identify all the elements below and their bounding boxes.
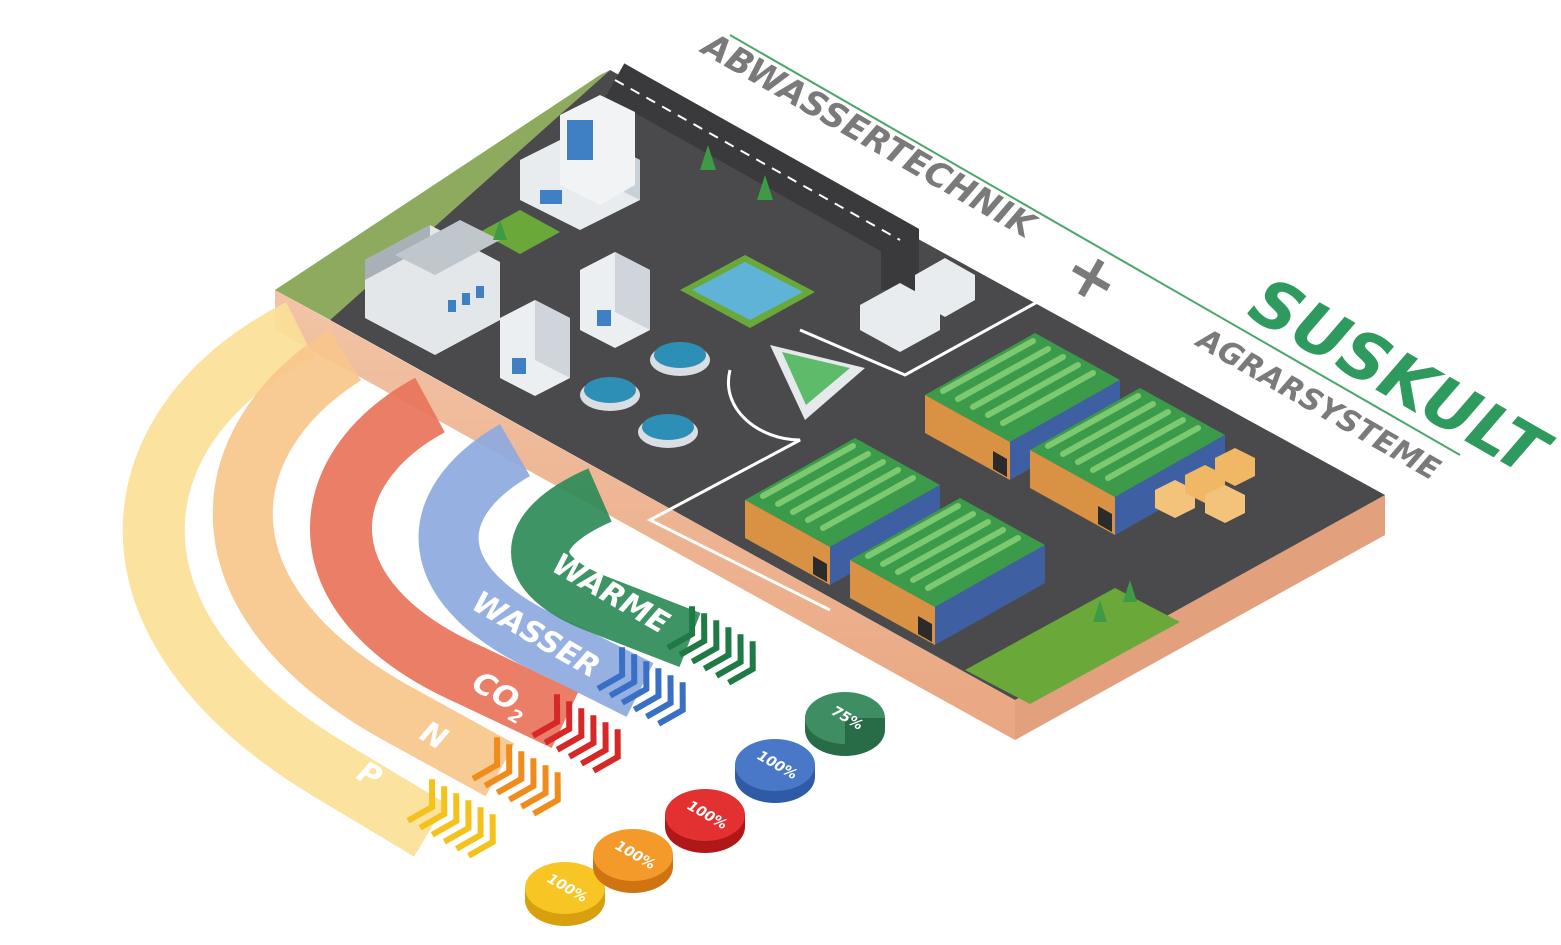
greenhouse-4 xyxy=(850,498,1045,645)
percent-disk-n: 100% xyxy=(593,829,673,893)
factory-hall xyxy=(365,220,500,355)
wastewater-plant xyxy=(365,95,975,448)
slab-side-left xyxy=(275,290,1015,740)
ground-platform xyxy=(275,63,1385,740)
pump-units xyxy=(860,258,975,352)
percent-disk-wasser: 100% xyxy=(735,739,815,803)
chevrons-p xyxy=(406,779,496,859)
divider-line xyxy=(646,293,1051,612)
treatment-block-2 xyxy=(500,300,570,396)
slab-side-right xyxy=(1015,495,1385,740)
percent-disk-co2: 100% xyxy=(665,789,745,853)
water-basin xyxy=(680,255,815,328)
road-marking xyxy=(614,79,901,241)
greenhouses xyxy=(745,333,1225,645)
recycling-hub xyxy=(770,345,865,420)
lawn-patch xyxy=(965,588,1180,704)
chevrons-co2 xyxy=(531,694,621,774)
stream-band-co2 xyxy=(310,377,579,749)
chevrons-waerme xyxy=(666,606,756,686)
asphalt-top xyxy=(330,70,1385,700)
office-building xyxy=(520,95,640,230)
treatment-block xyxy=(580,252,650,348)
chevrons-wasser xyxy=(596,647,686,727)
trees xyxy=(493,145,1137,622)
plus-sign: + xyxy=(1050,232,1133,323)
percent-disk-waerme: 75% xyxy=(805,692,885,756)
stream-band-wasser xyxy=(418,424,654,717)
stream-band-p xyxy=(122,302,446,857)
stream-band-n xyxy=(212,329,515,797)
percent-disk-p: 100% xyxy=(525,862,605,926)
grass-edge xyxy=(275,70,610,320)
crate-stack xyxy=(1155,448,1255,523)
chevrons-n xyxy=(471,737,561,817)
clarifier-tanks xyxy=(580,342,710,448)
stream-band-waerme xyxy=(511,468,701,668)
header-line xyxy=(729,34,1461,456)
